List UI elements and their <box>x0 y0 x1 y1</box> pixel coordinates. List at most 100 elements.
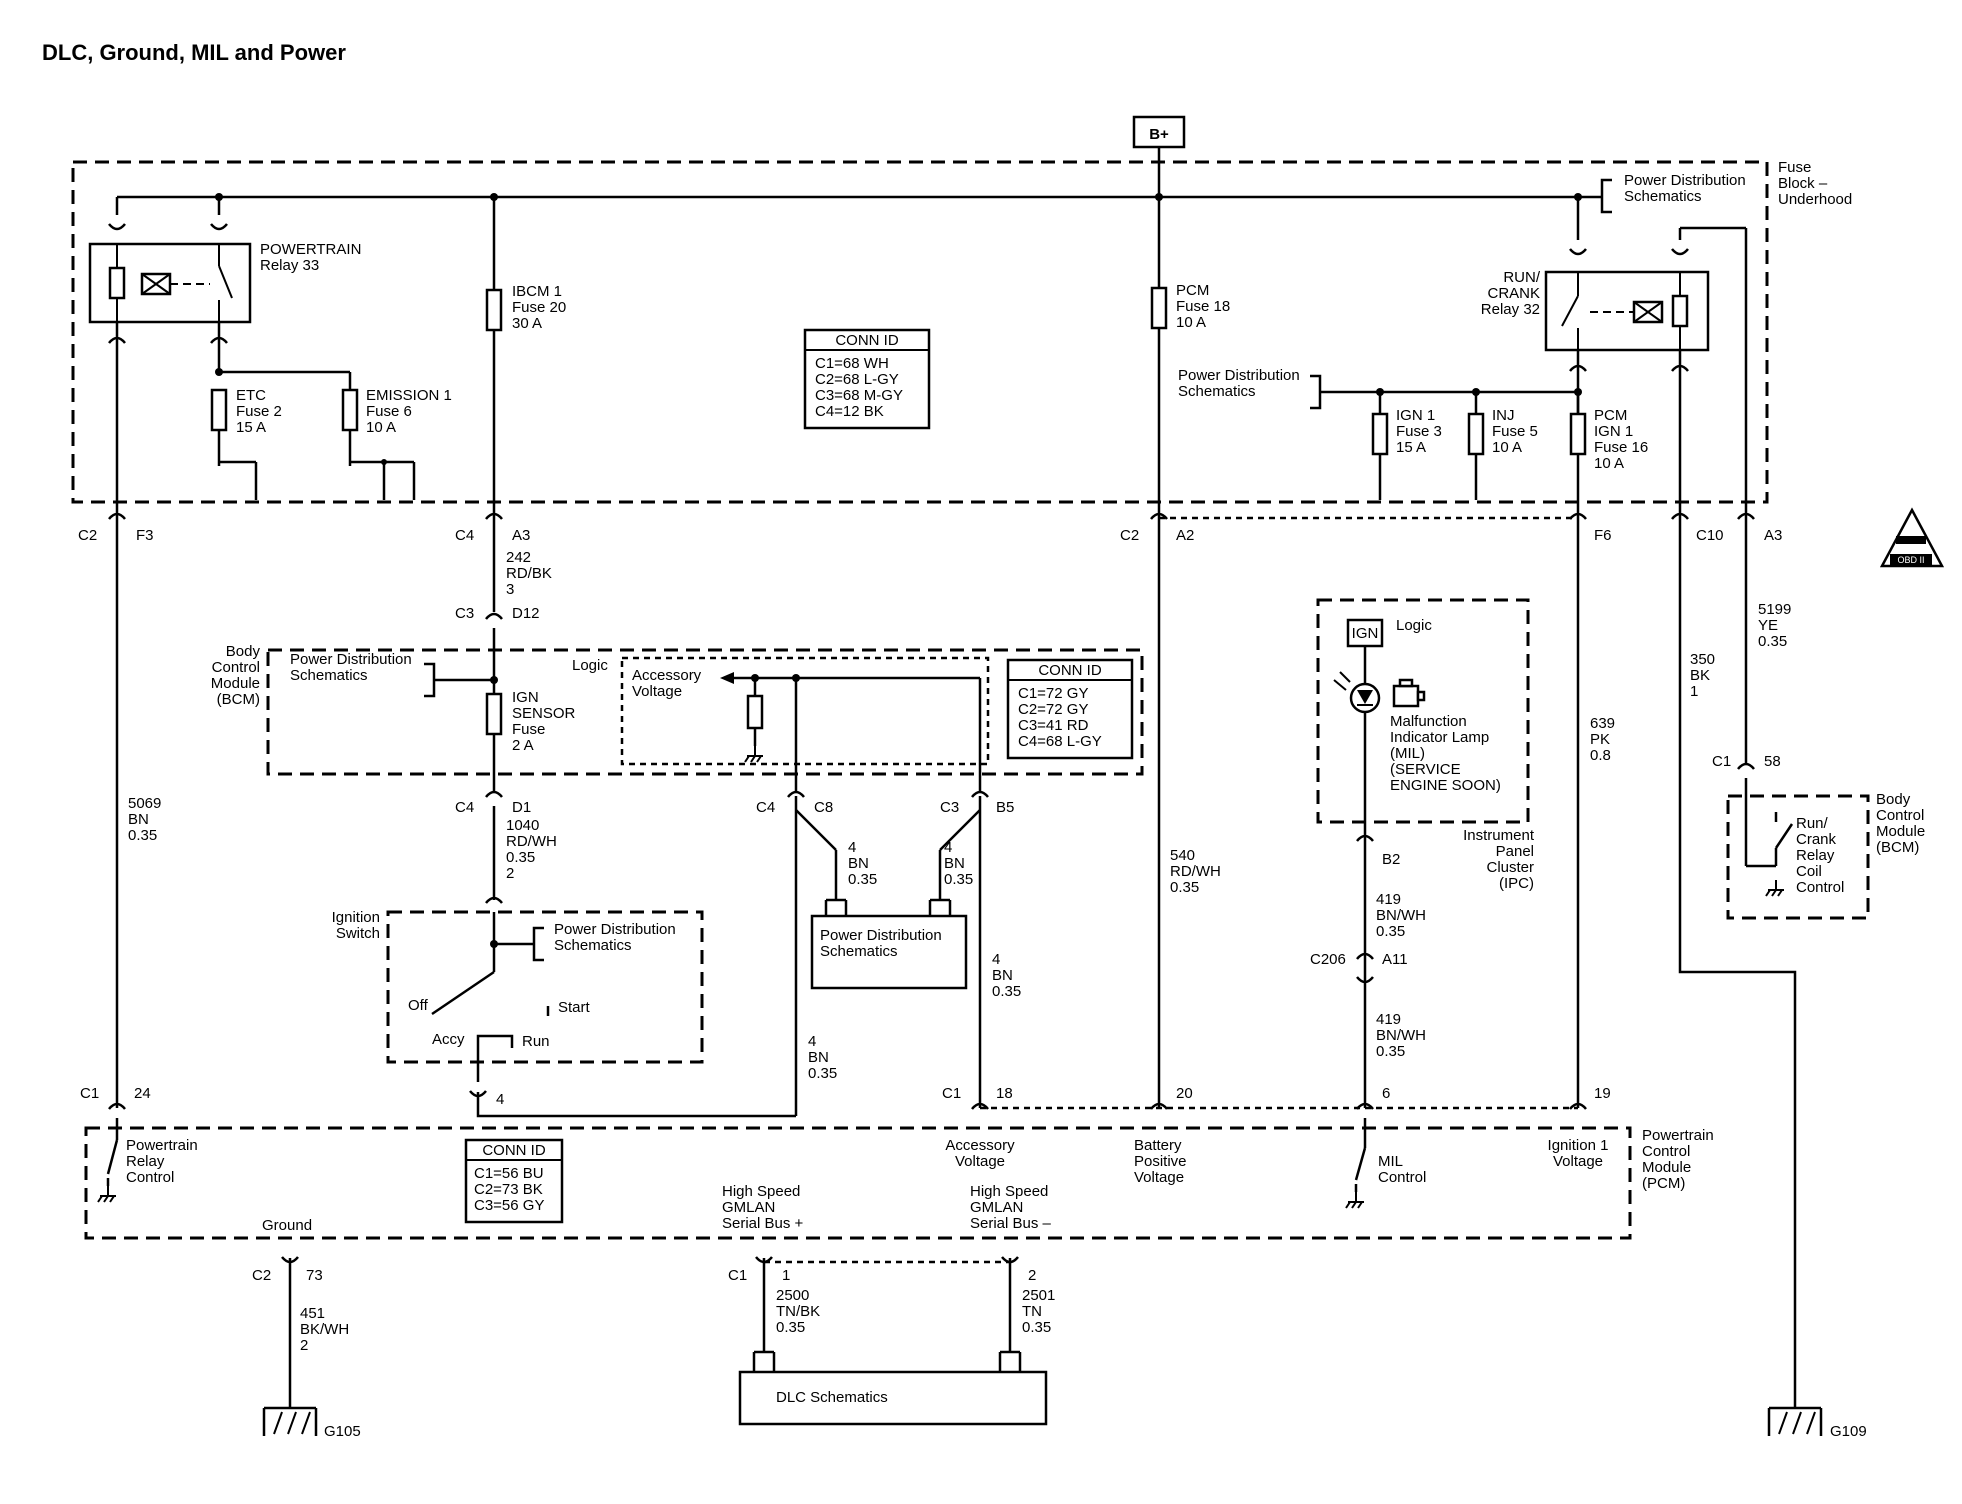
svg-text:C2=72 GY: C2=72 GY <box>1018 701 1088 718</box>
fb-connector-f6: F6 <box>1594 527 1612 544</box>
svg-text:TN: TN <box>1022 1303 1042 1320</box>
wire-419a-label: 419 BN/WH 0.35 <box>1376 891 1426 940</box>
svg-text:Body: Body <box>226 643 261 660</box>
bcm-module-box <box>266 648 1144 776</box>
ground-g109-label: G109 <box>1830 1423 1867 1440</box>
b-plus-label: B+ <box>1149 126 1169 143</box>
svg-text:Fuse: Fuse <box>1778 159 1811 176</box>
ground-g105-icon <box>262 1406 318 1436</box>
ipc-pin-b2: B2 <box>1382 851 1400 868</box>
svg-text:Ignition 1: Ignition 1 <box>1548 1137 1609 1154</box>
run-crank-relay-32: RUN/ CRANK Relay 32 <box>1481 247 1710 373</box>
svg-text:0.35: 0.35 <box>992 983 1021 1000</box>
bcm-connector-c4-d1: C4 D1 <box>455 799 531 816</box>
emission-1-fuse-6 <box>341 388 359 432</box>
wire-4-bn-c-label: 4 BN 0.35 <box>992 951 1021 1000</box>
svg-text:30 A: 30 A <box>512 315 542 332</box>
svg-text:MIL: MIL <box>1378 1153 1403 1170</box>
svg-text:4: 4 <box>848 839 856 856</box>
svg-text:TN/BK: TN/BK <box>776 1303 820 1320</box>
svg-text:INJ: INJ <box>1492 407 1515 424</box>
svg-text:C4: C4 <box>455 527 474 544</box>
wire-639-label: 639 PK 0.8 <box>1590 715 1615 764</box>
svg-text:Control: Control <box>1876 807 1924 824</box>
wire-1040-label: 1040 RD/WH 0.35 2 <box>506 817 557 882</box>
pd-schematics-top: Power Distribution Schematics <box>1624 172 1746 205</box>
svg-text:C2=68 L-GY: C2=68 L-GY <box>815 371 899 388</box>
svg-text:High Speed: High Speed <box>970 1183 1048 1200</box>
svg-text:0.35: 0.35 <box>1022 1319 1051 1336</box>
svg-text:BN/WH: BN/WH <box>1376 1027 1426 1044</box>
svg-text:Schematics: Schematics <box>290 667 368 684</box>
wire-4-bn-b-label: 4 BN 0.35 <box>944 839 973 888</box>
svg-text:(BCM): (BCM) <box>1876 839 1919 856</box>
svg-text:2: 2 <box>506 865 514 882</box>
svg-text:BN/WH: BN/WH <box>1376 907 1426 924</box>
fb-connector-a3: A3 <box>1764 527 1782 544</box>
fuse-block-underhood <box>71 160 1769 504</box>
svg-text:0.35: 0.35 <box>128 827 157 844</box>
ipc-label: Instrument Panel Cluster (IPC) <box>1463 827 1535 892</box>
svg-text:RD/WH: RD/WH <box>1170 863 1221 880</box>
svg-text:0.35: 0.35 <box>1170 879 1199 896</box>
svg-text:419: 419 <box>1376 891 1401 908</box>
engine-icon <box>1392 678 1426 708</box>
wire-2500-label: 2500 TN/BK 0.35 <box>776 1287 820 1336</box>
svg-text:73: 73 <box>306 1267 323 1284</box>
svg-text:YE: YE <box>1758 617 1778 634</box>
pcm-pin-6: 6 <box>1382 1085 1390 1102</box>
svg-text:Voltage: Voltage <box>632 683 682 700</box>
battery-positive-voltage-label: Battery Positive Voltage <box>1134 1137 1187 1186</box>
instrument-panel-cluster <box>1316 598 1530 824</box>
svg-text:C4=12 BK: C4=12 BK <box>815 403 884 420</box>
pcm-fuse-label: PCM Fuse 18 10 A <box>1176 282 1230 331</box>
svg-text:0.35: 0.35 <box>776 1319 805 1336</box>
svg-text:10 A: 10 A <box>1176 314 1206 331</box>
svg-text:C2: C2 <box>252 1267 271 1284</box>
svg-text:D12: D12 <box>512 605 540 622</box>
svg-text:2 A: 2 A <box>512 737 534 754</box>
ignition-switch <box>386 910 704 1064</box>
svg-text:GMLAN: GMLAN <box>970 1199 1023 1216</box>
fb-connector-c2-f3: C2 F3 <box>78 527 154 544</box>
mil-control-label: MIL Control <box>1378 1153 1426 1186</box>
wire-419b-label: 419 BN/WH 0.35 <box>1376 1011 1426 1060</box>
svg-text:Powertrain: Powertrain <box>1642 1127 1714 1144</box>
wire-5199-label: 5199 YE 0.35 <box>1758 601 1791 650</box>
bcm-label: Body Control Module (BCM) <box>211 643 261 708</box>
svg-text:CRANK: CRANK <box>1487 285 1540 302</box>
svg-text:15 A: 15 A <box>1396 439 1426 456</box>
svg-text:Coil: Coil <box>1796 863 1822 880</box>
svg-text:BN: BN <box>992 967 1013 984</box>
svg-text:2500: 2500 <box>776 1287 809 1304</box>
wire-451-label: 451 BK/WH 2 <box>300 1305 349 1354</box>
power-distribution-schematics-box <box>810 914 968 990</box>
svg-text:(MIL): (MIL) <box>1390 745 1425 762</box>
svg-text:ETC: ETC <box>236 387 266 404</box>
fb-connector-c4-a3: C4 A3 <box>455 527 530 544</box>
svg-text:ENGINE SOON): ENGINE SOON) <box>1390 777 1501 794</box>
svg-text:451: 451 <box>300 1305 325 1322</box>
svg-text:Power Distribution: Power Distribution <box>1624 172 1746 189</box>
bcm-accessory-voltage-label: Accessory Voltage <box>632 667 702 700</box>
svg-text:BK/WH: BK/WH <box>300 1321 349 1338</box>
svg-text:Accessory: Accessory <box>945 1137 1015 1154</box>
svg-text:0.35: 0.35 <box>1376 1043 1405 1060</box>
pcm-connector-c1-18: C1 18 <box>942 1085 1013 1102</box>
pcm-connector-c1-1: C1 1 <box>728 1267 790 1284</box>
svg-text:SENSOR: SENSOR <box>512 705 576 722</box>
ignition-off: Off <box>408 997 429 1014</box>
bcm-logic-box <box>620 656 990 766</box>
ibcm-fuse-label: IBCM 1 Fuse 20 30 A <box>512 283 566 332</box>
svg-text:Control: Control <box>1796 879 1844 896</box>
svg-text:10 A: 10 A <box>1594 455 1624 472</box>
svg-text:PCM: PCM <box>1594 407 1627 424</box>
bcm-connector-c4-c8: C4 C8 <box>756 799 833 816</box>
svg-text:Battery: Battery <box>1134 1137 1182 1154</box>
svg-text:0.35: 0.35 <box>1376 923 1405 940</box>
svg-text:4: 4 <box>992 951 1000 968</box>
svg-text:2: 2 <box>300 1337 308 1354</box>
svg-text:BN: BN <box>808 1049 829 1066</box>
ign-sensor-fuse <box>485 692 503 736</box>
pcm-accessory-voltage-label: Accessory Voltage <box>945 1137 1015 1170</box>
